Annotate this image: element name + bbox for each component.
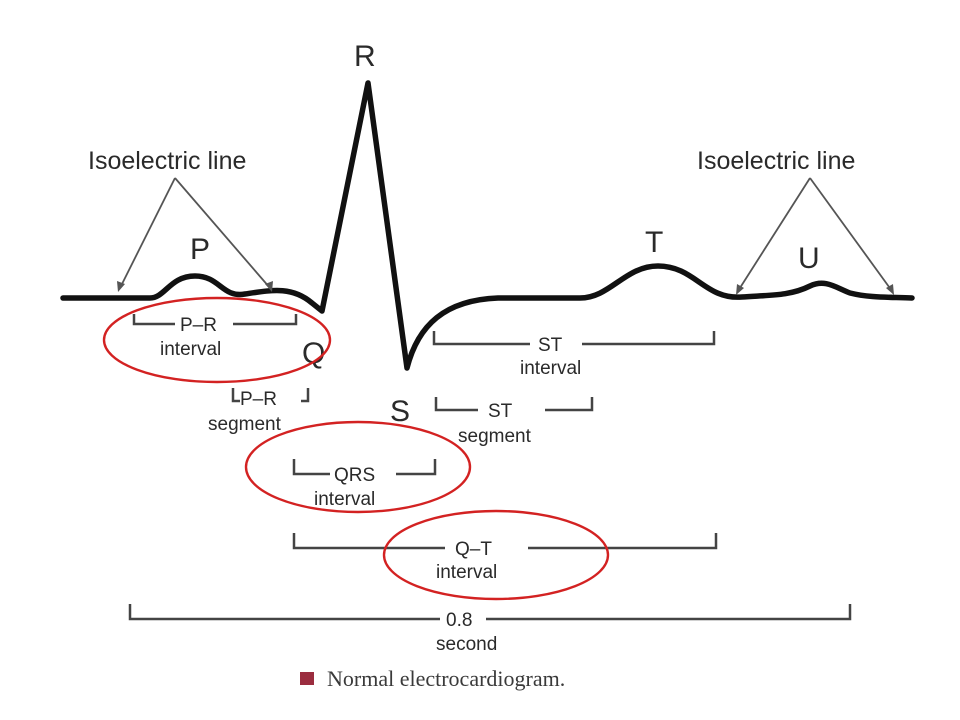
qt-interval-name: Q–T xyxy=(455,539,492,560)
highlight-pr-interval xyxy=(102,296,332,384)
arrowhead xyxy=(886,284,894,295)
isoelectric-left-label: Isoelectric line xyxy=(88,147,246,175)
isoelectric-left-arrow-a xyxy=(119,177,176,289)
caption-text: Normal electrocardiogram. xyxy=(327,666,565,691)
s-wave-label: S xyxy=(390,395,410,428)
duration-bracket xyxy=(128,604,852,621)
qt-interval-word: interval xyxy=(436,562,497,583)
u-wave-label: U xyxy=(798,242,820,275)
ecg-trace xyxy=(60,80,915,371)
r-wave-label: R xyxy=(354,40,376,73)
st-segment-bracket xyxy=(434,397,594,412)
isoelectric-right-arrow-a xyxy=(737,177,811,292)
qrs-interval-word: interval xyxy=(314,489,375,510)
st-segment-word: segment xyxy=(458,426,532,447)
qrs-interval-name: QRS xyxy=(334,465,375,486)
arrowhead xyxy=(117,281,125,292)
qrs-interval-bracket xyxy=(292,459,437,476)
arrowhead xyxy=(736,284,744,295)
highlight-qrs-interval xyxy=(244,420,472,514)
highlight-qt-interval xyxy=(382,509,610,601)
pr-segment-bracket xyxy=(231,388,310,403)
st-interval-bracket xyxy=(432,331,716,346)
pr-interval-word: interval xyxy=(160,339,221,360)
p-wave-label: P xyxy=(190,233,210,266)
st-interval-word: interval xyxy=(520,358,581,379)
pr-interval-name: P–R xyxy=(180,315,217,336)
duration-unit: second xyxy=(436,634,497,655)
arrowhead xyxy=(265,281,273,292)
isoelectric-right-label: Isoelectric line xyxy=(697,147,855,175)
duration-value: 0.8 xyxy=(446,610,472,631)
st-interval-name: ST xyxy=(538,335,563,356)
q-wave-label: Q xyxy=(302,337,325,370)
caption-marker xyxy=(300,672,314,685)
isoelectric-left-arrow-b xyxy=(174,177,271,289)
st-segment-name: ST xyxy=(488,401,513,422)
pr-interval-bracket xyxy=(132,314,298,326)
pr-segment-word: segment xyxy=(208,414,282,435)
pr-segment-name: P–R xyxy=(240,389,277,410)
qt-interval-bracket xyxy=(292,533,718,550)
t-wave-label: T xyxy=(645,226,663,259)
isoelectric-right-arrow-b xyxy=(809,177,893,292)
